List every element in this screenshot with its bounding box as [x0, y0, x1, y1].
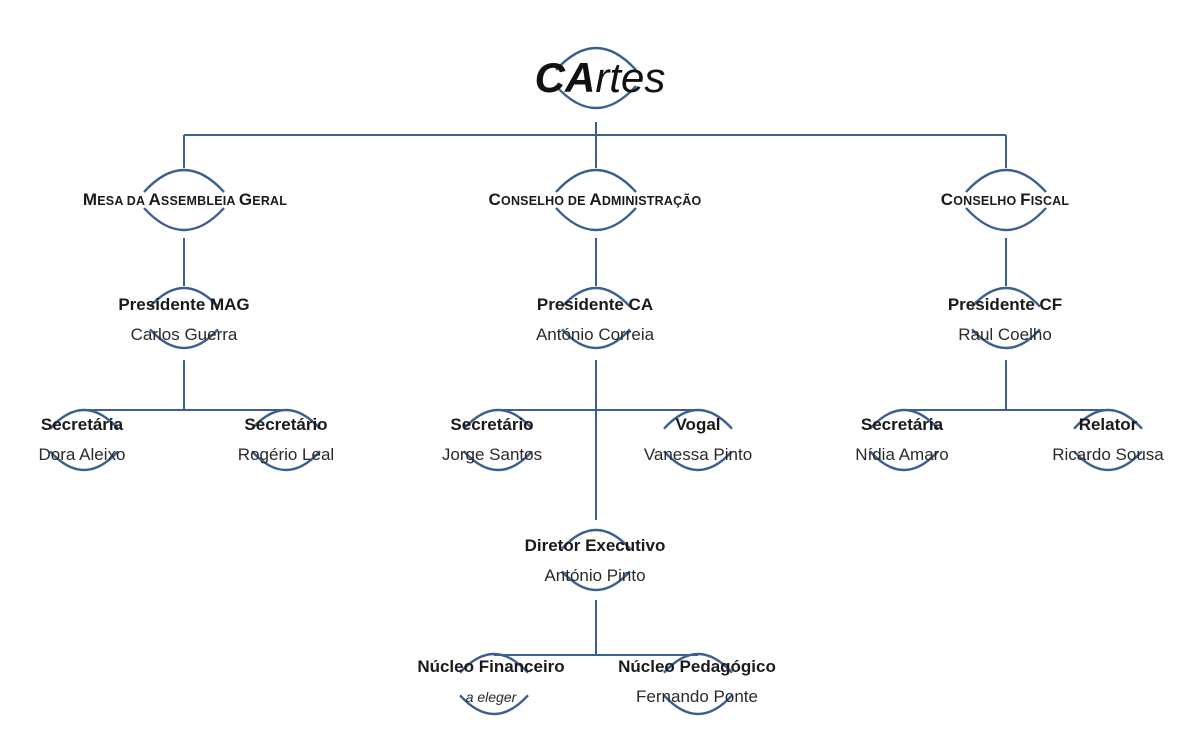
node-top-arc [49, 408, 119, 430]
node-bottom-arc [555, 207, 637, 232]
node-bottom-arc [561, 328, 631, 350]
body-name-conselho-administracao: CONSELHO DE ADMINISTRAÇÃO [455, 190, 735, 211]
body-name-part: ONSELHO [953, 194, 1021, 208]
node-bottom-arc [965, 207, 1047, 232]
person-presidente-cf: Raul Coelho [958, 325, 1052, 344]
body-name-mesa-assembleia: MESA DA ASSEMBLEIA GERAL [60, 190, 310, 211]
node-top-arc [561, 528, 631, 550]
title-bold-part: CA [534, 54, 596, 101]
person-nucleo-pedagogico: Fernando Ponte [636, 687, 758, 706]
person-relator-cf: Ricardo Sousa [1052, 445, 1164, 464]
role-presidente-mag: Presidente MAG [118, 295, 250, 314]
body-name-part: G [238, 190, 253, 209]
role-presidente-ca: Presidente CA [536, 295, 654, 314]
person-secretaria-cf: Nídia Amaro [855, 445, 949, 464]
node-bottom-arc [49, 450, 119, 472]
person-diretor-executivo: António Pinto [544, 566, 646, 585]
role-vogal-ca: Vogal [675, 415, 721, 434]
node-bottom-arc [555, 85, 637, 110]
node-bottom-arc [143, 207, 225, 232]
node-top-arc [1073, 408, 1143, 430]
role-secretaria-cf: Secretária [860, 415, 944, 434]
person-nucleo-financeiro: a eleger [465, 689, 517, 705]
body-name-part: ERAL [252, 194, 288, 208]
role-nucleo-financeiro: Núcleo Financeiro [417, 657, 565, 676]
node-bottom-arc [251, 450, 321, 472]
node-bottom-arc [663, 450, 733, 472]
body-name-part: M [82, 190, 98, 209]
node-top-arc [143, 168, 225, 193]
node-top-arc [663, 652, 733, 674]
body-name-part: DMINISTRAÇÃO [601, 194, 702, 208]
node-top-arc [555, 168, 637, 193]
person-presidente-ca: António Correia [535, 325, 655, 344]
node-bottom-arc [463, 450, 533, 472]
role-secretario-mag: Secretário [244, 415, 328, 434]
title-rest-part: rtes [595, 54, 666, 101]
body-name-part: C [940, 190, 954, 209]
body-name-part: ONSELHO DE [501, 194, 590, 208]
body-name-part: SSEMBLEIA [160, 194, 239, 208]
node-top-arc [251, 408, 321, 430]
role-secretaria-mag: Secretária [40, 415, 124, 434]
body-name-part: C [488, 190, 502, 209]
node-top-arc [463, 408, 533, 430]
node-bottom-arc [971, 328, 1041, 350]
node-top-arc [555, 46, 637, 71]
body-name-conselho-fiscal: CONSELHO FISCAL [905, 190, 1105, 211]
node-top-arc [561, 286, 631, 308]
role-secretario-ca: Secretário [450, 415, 534, 434]
node-top-arc [663, 408, 733, 430]
person-secretario-ca: Jorge Santos [441, 445, 543, 464]
node-bottom-arc [149, 328, 219, 350]
person-secretario-mag: Rogério Leal [237, 445, 335, 464]
role-diretor-executivo: Diretor Executivo [524, 536, 666, 555]
organization-title: CArtes [500, 50, 700, 106]
node-bottom-arc [869, 450, 939, 472]
node-bottom-arc [561, 570, 631, 592]
node-top-arc [965, 168, 1047, 193]
role-nucleo-pedagogico: Núcleo Pedagógico [618, 657, 776, 676]
body-name-part: ESA DA [97, 194, 149, 208]
node-bottom-arc [459, 694, 529, 716]
person-secretaria-mag: Dora Aleixo [38, 445, 126, 464]
role-presidente-cf: Presidente CF [947, 295, 1063, 314]
node-bottom-arc [663, 694, 733, 716]
body-name-part: A [148, 190, 161, 209]
node-top-arc [459, 652, 529, 674]
person-vogal-ca: Vanessa Pinto [643, 445, 753, 464]
person-presidente-mag: Carlos Guerra [130, 325, 238, 344]
node-top-arc [971, 286, 1041, 308]
role-relator-cf: Relator [1078, 415, 1138, 434]
node-top-arc [149, 286, 219, 308]
node-bottom-arc [1073, 450, 1143, 472]
body-name-part: A [589, 190, 602, 209]
node-top-arc [869, 408, 939, 430]
body-name-part: ISCAL [1030, 194, 1070, 208]
body-name-part: F [1020, 190, 1031, 209]
